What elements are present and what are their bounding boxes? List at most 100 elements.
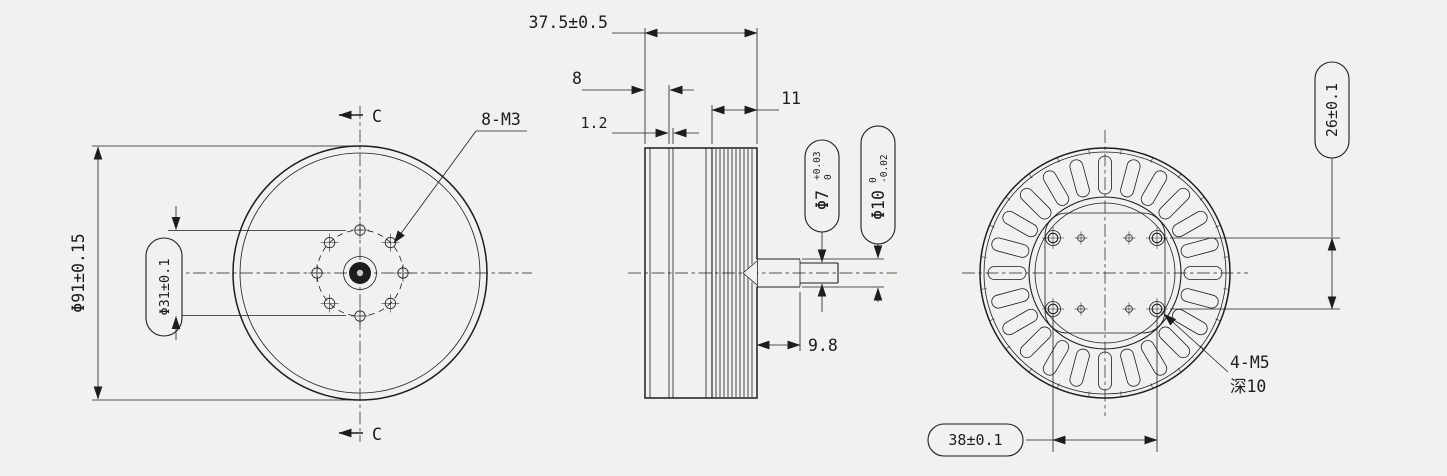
dim-tolerance-upper: +0.03 (812, 151, 823, 180)
mount-boss-circle (1034, 202, 1176, 344)
stator-slot (991, 288, 1030, 309)
dim-text-outer-diameter: Φ91±0.15 (69, 233, 88, 312)
rim-tick (1006, 196, 1011, 201)
rim-tick (981, 256, 987, 258)
stator-slot (1140, 340, 1168, 376)
dim-shaft-base-diameter: Φ10 0 -0.02 (802, 125, 896, 302)
dim-shaft-end-diameter: Φ7 +0.03 0 (804, 139, 840, 312)
dim-text-overall-width: 37.5±0.5 (529, 13, 608, 32)
stator-slot (1183, 266, 1223, 280)
rim-tick (1150, 383, 1153, 389)
hub-center-dot (356, 269, 364, 277)
dim-stator-width: 11 (711, 89, 801, 144)
dim-text-shaft-base: Φ10 (869, 190, 888, 220)
leader-line (393, 130, 477, 244)
stator-slot-group (1057, 348, 1090, 389)
dim-overall-width: 37.5±0.5 (529, 13, 758, 144)
stator-slot (1140, 170, 1168, 206)
shaft-taper-line (742, 272, 758, 286)
stator-slot (991, 237, 1030, 258)
stator-slot (1002, 210, 1038, 238)
rim-tick (989, 318, 995, 321)
dim-bell-depth: 8 (572, 69, 694, 144)
section-marker-c-bottom: C (338, 425, 382, 444)
stator-rim-circle (983, 151, 1227, 395)
stator-inner-circle (1028, 196, 1182, 350)
stator-slot (1172, 308, 1208, 336)
dim-flange-thickness: 1.2 (580, 114, 699, 144)
stator-slot-group (1180, 288, 1221, 321)
rear-view: 26±0.1 38±0.1 4-M5 深10 (927, 61, 1350, 457)
stator-slot (1042, 170, 1070, 206)
dim-text-flange-thickness: 1.2 (580, 114, 607, 132)
hub-ring (343, 256, 377, 290)
stator-slot-group (1180, 237, 1229, 258)
dimension-balloon (145, 237, 183, 337)
dim-text-stator-width: 11 (781, 89, 801, 108)
stator-fins (715, 149, 753, 397)
dimension-balloon (927, 423, 1024, 457)
stator-slot (1098, 351, 1112, 391)
dim-hole-spacing-horizontal: 38±0.1 (927, 316, 1158, 457)
shaft-taper-mask (743, 259, 757, 287)
rim-tick (1057, 383, 1060, 389)
rim-tick (1088, 391, 1090, 397)
rim-tick (981, 288, 987, 290)
rim-tick (1028, 174, 1033, 179)
stator-slot-group (1006, 326, 1052, 359)
stator-slot-group (1042, 157, 1070, 206)
dimension-balloon (860, 125, 896, 245)
side-view: 37.5±0.5 8 1.2 11 9.8 (529, 13, 897, 399)
stator-slot (987, 266, 1027, 280)
stator-slot (1002, 308, 1038, 336)
stator-slot (1172, 210, 1208, 238)
rim-tick (1057, 157, 1060, 163)
rotor-inner-circle (239, 152, 481, 394)
stator-slot (1069, 348, 1090, 387)
dim-outer-diameter: Φ91±0.15 (69, 145, 354, 401)
stator-slot (1120, 348, 1141, 387)
dim-text-shaft-shoulder: 9.8 (808, 336, 838, 355)
front-view: C C Φ91±0.15 Φ31±0.1 8- (69, 106, 532, 444)
stator-slot-group (989, 225, 1030, 258)
stator-slot-group (1172, 308, 1208, 350)
stator-slot (1042, 340, 1070, 376)
rim-tick (1028, 367, 1033, 372)
stator-slot-group (1028, 340, 1070, 376)
rim-tick (1199, 196, 1204, 201)
stator-slot (1158, 187, 1191, 220)
rim-tick (1223, 288, 1229, 290)
stator-slot (1019, 326, 1052, 359)
stator-slot-group (1140, 170, 1182, 206)
rim-tick (1177, 174, 1182, 179)
stator-slot-group (1183, 266, 1229, 290)
stator-slot (1019, 187, 1052, 220)
callout-8-m3: 8-M3 (393, 110, 527, 244)
section-marker-c-top: C (338, 107, 382, 126)
bolt-hole-pattern (308, 221, 412, 325)
rim-tick (1150, 157, 1153, 163)
callout-depth-text: 深10 (1230, 377, 1266, 396)
callout-4-m5: 4-M5 深10 (1163, 313, 1270, 396)
rim-tick (1006, 345, 1011, 350)
dim-hole-spacing-vertical: 26±0.1 (1170, 61, 1350, 310)
dim-tolerance-lower: 0 (823, 174, 834, 180)
stator-slot-group (1120, 348, 1141, 397)
dim-bolt-circle: Φ31±0.1 (145, 206, 346, 340)
stator-slot (1069, 159, 1090, 198)
rim-tick (1088, 149, 1090, 155)
rim-tick (1120, 149, 1122, 155)
section-label: C (372, 425, 382, 444)
stator-slot (1158, 326, 1191, 359)
rim-tick (1120, 391, 1122, 397)
stator-slot-ring (981, 149, 1229, 397)
stator-slot (1180, 237, 1219, 258)
dim-text-hole-spacing-horizontal: 38±0.1 (948, 431, 1002, 449)
stator-slot (1098, 155, 1112, 195)
stator-slot-group (1069, 149, 1090, 198)
rim-tick (1215, 225, 1221, 228)
dimension-balloon (1314, 61, 1350, 159)
stator-slot-group (989, 308, 1038, 336)
